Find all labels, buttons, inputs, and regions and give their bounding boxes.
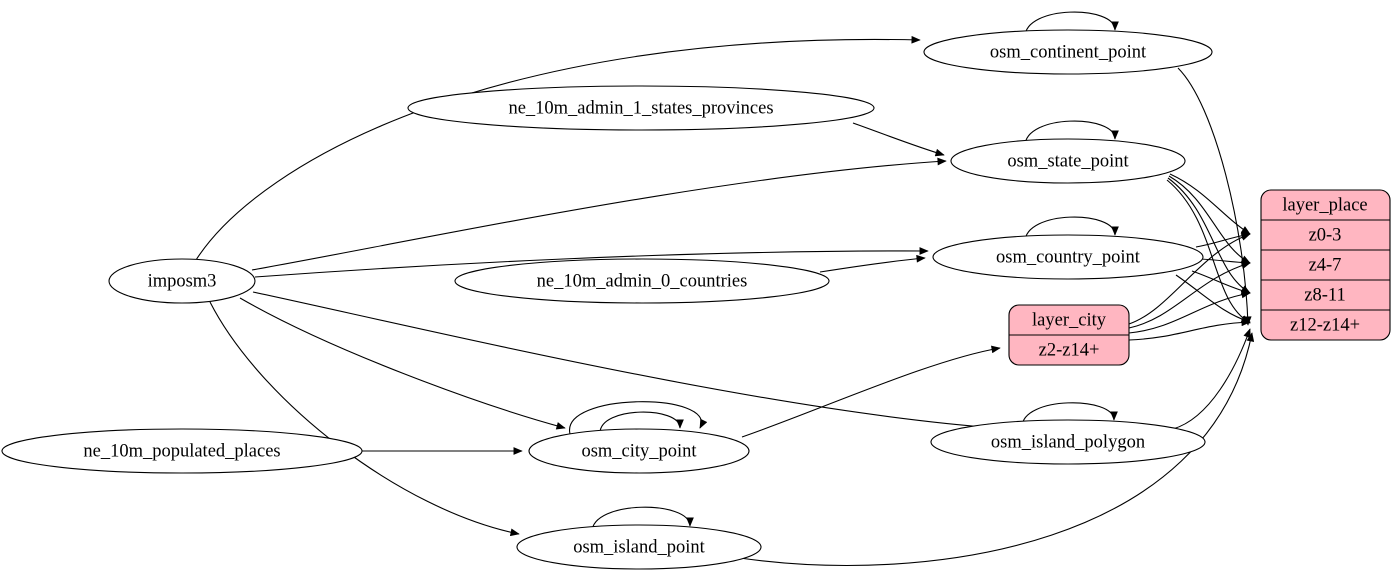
record-layer-place-row-z4-7[interactable]: z4-7 [1309,255,1342,275]
edge-self-loop-osm-country-point [1024,216,1119,243]
node-osm-country-point[interactable]: osm_country_point [932,234,1204,280]
node-ne-countries-shape[interactable] [454,258,830,304]
edge-self-loop-osm-state-point [1024,120,1119,147]
edge-imposm3-to-osm-island-polygon [252,291,997,432]
record-layer-city-title: layer_city [1032,310,1107,330]
record-layer-place-row-z0-3[interactable]: z0-3 [1309,225,1342,245]
node-osm-state-point[interactable]: osm_state_point [950,138,1186,184]
edge-self-loop-osm-island-polygon [1021,402,1118,428]
edge-self-loop-osm-continent-point [1024,11,1119,38]
node-ne-places-label: ne_10m_populated_places [83,441,280,461]
edge-osm-state-point-to-layer-place-z4-7 [1168,175,1251,264]
edge-layer-city-to-layer-place-z4-7 [1128,261,1251,329]
node-osm-island-point-shape[interactable] [516,524,762,570]
edge-ne-states-to-osm-state-point [852,122,945,157]
record-node-layer-place[interactable]: layer_place z0-3 z4-7 z8-11 z12-z14+ [1260,189,1391,341]
node-ne-10m-admin-1-states-provinces[interactable]: ne_10m_admin_1_states_provinces [407,85,875,131]
node-osm-island-point-label: osm_island_point [573,537,705,557]
edge-layer-city-to-layer-place-z12 [1128,318,1251,341]
record-node-layer-city[interactable]: layer_city z2-z14+ [1008,304,1130,366]
edge-self-loop-osm-city-point-outer [569,401,708,435]
node-imposm3-label: imposm3 [148,271,217,291]
edge-imposm3-to-osm-country-point [254,247,929,278]
node-osm-state-point-label: osm_state_point [1007,151,1129,171]
edge-osm-city-point-to-layer-city [741,345,1001,438]
edge-osm-island-polygon-to-layer-place-z12 [1172,328,1251,430]
record-layer-place-title: layer_place [1282,195,1367,215]
edge-layer [195,11,1255,566]
node-osm-island-polygon-label: osm_island_polygon [991,432,1145,452]
edge-osm-state-point-to-layer-place-z8-11 [1167,177,1251,294]
edge-osm-state-point-to-layer-place-z12 [1166,179,1251,324]
edge-osm-state-point-to-layer-place-z0-3 [1169,173,1251,235]
node-osm-city-point-label: osm_city_point [581,441,697,461]
edge-layer-city-to-layer-place-z0-3 [1128,233,1251,325]
edge-self-loop-osm-city-point-inner [599,411,684,434]
node-ne-places-shape[interactable] [1,428,363,474]
node-osm-island-polygon-shape[interactable] [930,419,1206,465]
node-osm-island-polygon[interactable]: osm_island_polygon [930,419,1206,465]
edge-layer-city-to-layer-place-z8-11 [1128,290,1251,334]
node-osm-country-point-label: osm_country_point [996,247,1141,267]
node-osm-country-point-shape[interactable] [932,234,1204,280]
record-layer-place-row-z12-z14[interactable]: z12-z14+ [1290,315,1360,335]
node-osm-continent-point[interactable]: osm_continent_point [923,29,1213,75]
node-imposm3-shape[interactable] [108,258,256,304]
node-ne-10m-admin-0-countries[interactable]: ne_10m_admin_0_countries [454,258,830,304]
node-osm-city-point[interactable]: osm_city_point [528,428,750,474]
node-osm-state-point-shape[interactable] [950,138,1186,184]
node-layer: imposm3 ne_10m_admin_1_states_provinces … [1,29,1391,570]
edge-self-loop-osm-island-point [591,506,694,533]
node-imposm3[interactable]: imposm3 [108,258,256,304]
node-ne-10m-populated-places[interactable]: ne_10m_populated_places [1,428,363,474]
node-osm-city-point-shape[interactable] [528,428,750,474]
record-layer-place-row-z8-11[interactable]: z8-11 [1304,285,1345,305]
node-osm-continent-point-shape[interactable] [923,29,1213,75]
edge-ne-countries-to-osm-country-point [819,254,926,273]
edge-imposm3-to-osm-city-point [239,297,566,430]
edge-imposm3-to-osm-state-point [251,157,947,271]
node-ne-countries-label: ne_10m_admin_0_countries [537,271,748,291]
node-osm-island-point[interactable]: osm_island_point [516,524,762,570]
record-layer-place-box[interactable] [1260,189,1391,341]
edge-osm-island-point-to-layer-place-z12 [739,332,1255,566]
record-layer-city-row-z2-z14[interactable]: z2-z14+ [1039,340,1100,360]
node-osm-continent-point-label: osm_continent_point [990,42,1147,62]
node-ne-states-shape[interactable] [407,85,875,131]
node-ne-states-label: ne_10m_admin_1_states_provinces [508,98,773,118]
